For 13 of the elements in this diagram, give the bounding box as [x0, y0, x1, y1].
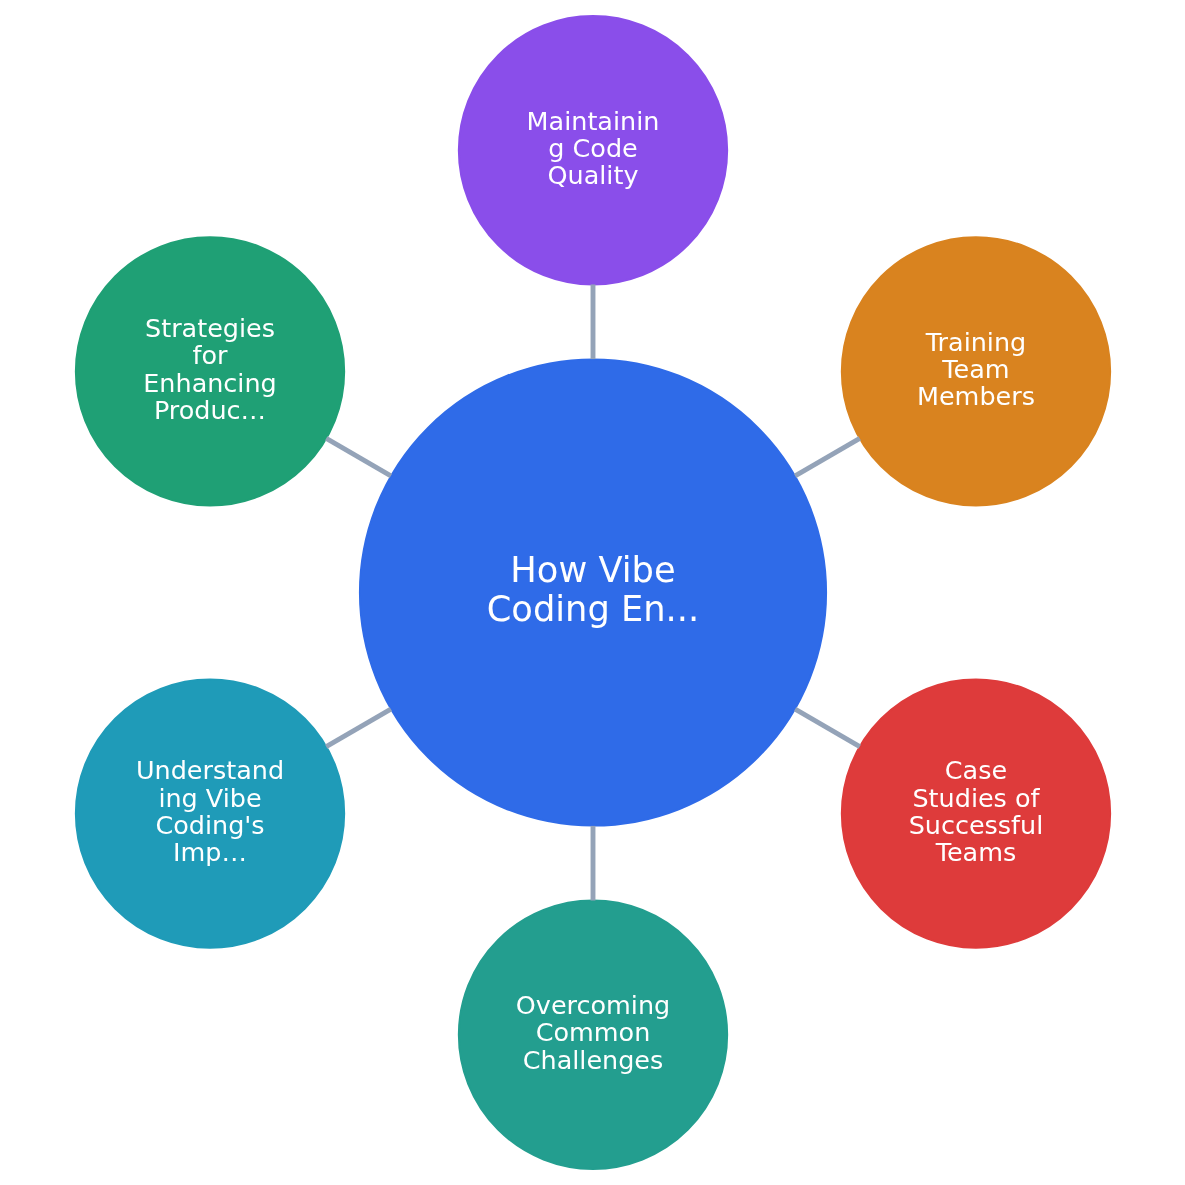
connector — [324, 436, 392, 478]
node-circle: How Vibe Coding En... — [358, 358, 827, 827]
node-circle: Understand ing Vibe Coding's Imp… — [74, 678, 345, 949]
connector — [793, 436, 861, 478]
node-circle: Overcoming Common Challenges — [457, 899, 728, 1170]
node-circle: Training Team Members — [840, 236, 1111, 507]
connector — [590, 284, 595, 360]
node-circle: Case Studies of Successful Teams — [840, 678, 1111, 949]
connector — [590, 825, 595, 901]
connector — [793, 707, 861, 749]
node-circle: Maintainin g Code Quality — [457, 15, 728, 286]
node-circle: Strategies for Enhancing Produc… — [74, 236, 345, 507]
connector — [324, 707, 392, 749]
